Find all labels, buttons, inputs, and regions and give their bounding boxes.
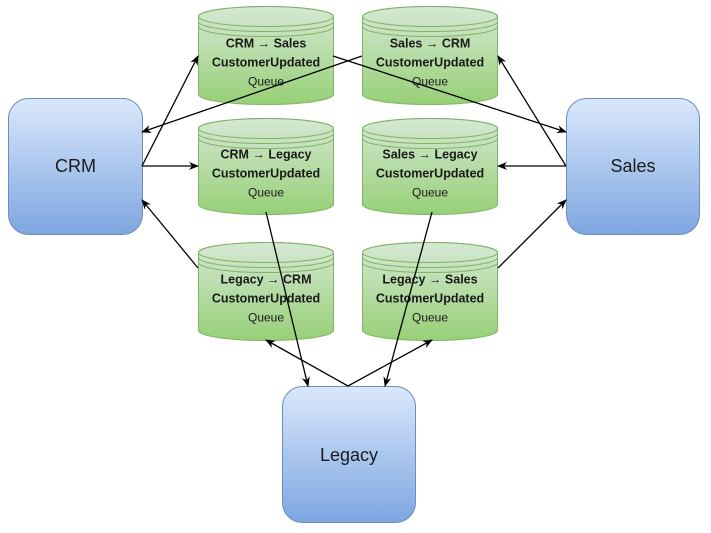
system-node-crm[interactable]: CRM xyxy=(8,98,143,235)
queue-title: CRM → Sales xyxy=(226,37,307,51)
queue-ring xyxy=(362,262,498,273)
queue-ring xyxy=(362,26,498,37)
queue-title: Legacy → CRM xyxy=(221,273,312,287)
queue-kind: Queue xyxy=(248,75,284,89)
queue-ring xyxy=(362,257,498,268)
queue-event: CustomerUpdated xyxy=(376,56,484,70)
edge-sales-legacy-queue-to-legacy xyxy=(383,211,433,387)
queue-ring xyxy=(362,16,498,27)
queue-event: CustomerUpdated xyxy=(212,56,320,70)
queue-event: CustomerUpdated xyxy=(212,292,320,306)
queue-ring xyxy=(362,21,498,32)
queue-ring xyxy=(198,16,334,27)
edge-legacy-to-legacy-crm-queue xyxy=(265,339,349,387)
sales-label: Sales xyxy=(610,156,655,176)
queue-ring xyxy=(198,257,334,268)
system-node-sales[interactable]: Sales xyxy=(566,98,700,235)
queue-ring xyxy=(198,128,334,139)
edge-crm-legacy-queue-to-legacy xyxy=(265,211,310,387)
edge-legacy-crm-queue-to-crm xyxy=(141,199,199,269)
queue-ring xyxy=(198,133,334,144)
queue-ring xyxy=(198,252,334,263)
queue-event: CustomerUpdated xyxy=(212,167,320,181)
edge-sales-crm-queue-to-crm xyxy=(141,55,363,133)
queue-title: Sales → Legacy xyxy=(382,148,477,162)
queue-event: CustomerUpdated xyxy=(376,292,484,306)
crm-label: CRM xyxy=(55,156,96,176)
queue-kind: Queue xyxy=(412,186,448,200)
queue-title: CRM → Legacy xyxy=(221,148,312,162)
queue-title: Sales → CRM xyxy=(390,37,471,51)
edge-sales-to-sales-crm-queue xyxy=(497,55,567,167)
queue-event: CustomerUpdated xyxy=(376,167,484,181)
queue-ring xyxy=(362,138,498,149)
queue-kind: Queue xyxy=(248,311,284,325)
system-node-legacy[interactable]: Legacy xyxy=(282,386,416,523)
edge-crm-sales-queue-to-sales xyxy=(332,55,567,134)
queue-ring xyxy=(198,262,334,273)
queue-kind: Queue xyxy=(412,75,448,89)
queue-kind: Queue xyxy=(412,311,448,325)
queue-kind: Queue xyxy=(248,186,284,200)
edge-legacy-to-legacy-sales-queue xyxy=(347,339,433,387)
queue-ring xyxy=(198,21,334,32)
queue-title: Legacy → Sales xyxy=(382,273,477,287)
edge-legacy-sales-queue-to-sales xyxy=(497,199,567,269)
queue-ring xyxy=(198,138,334,149)
queue-ring xyxy=(362,133,498,144)
queue-ring xyxy=(198,26,334,37)
legacy-label: Legacy xyxy=(320,445,378,465)
queue-ring xyxy=(362,252,498,263)
edge-crm-to-crm-sales-queue xyxy=(141,55,199,167)
queue-ring xyxy=(362,128,498,139)
